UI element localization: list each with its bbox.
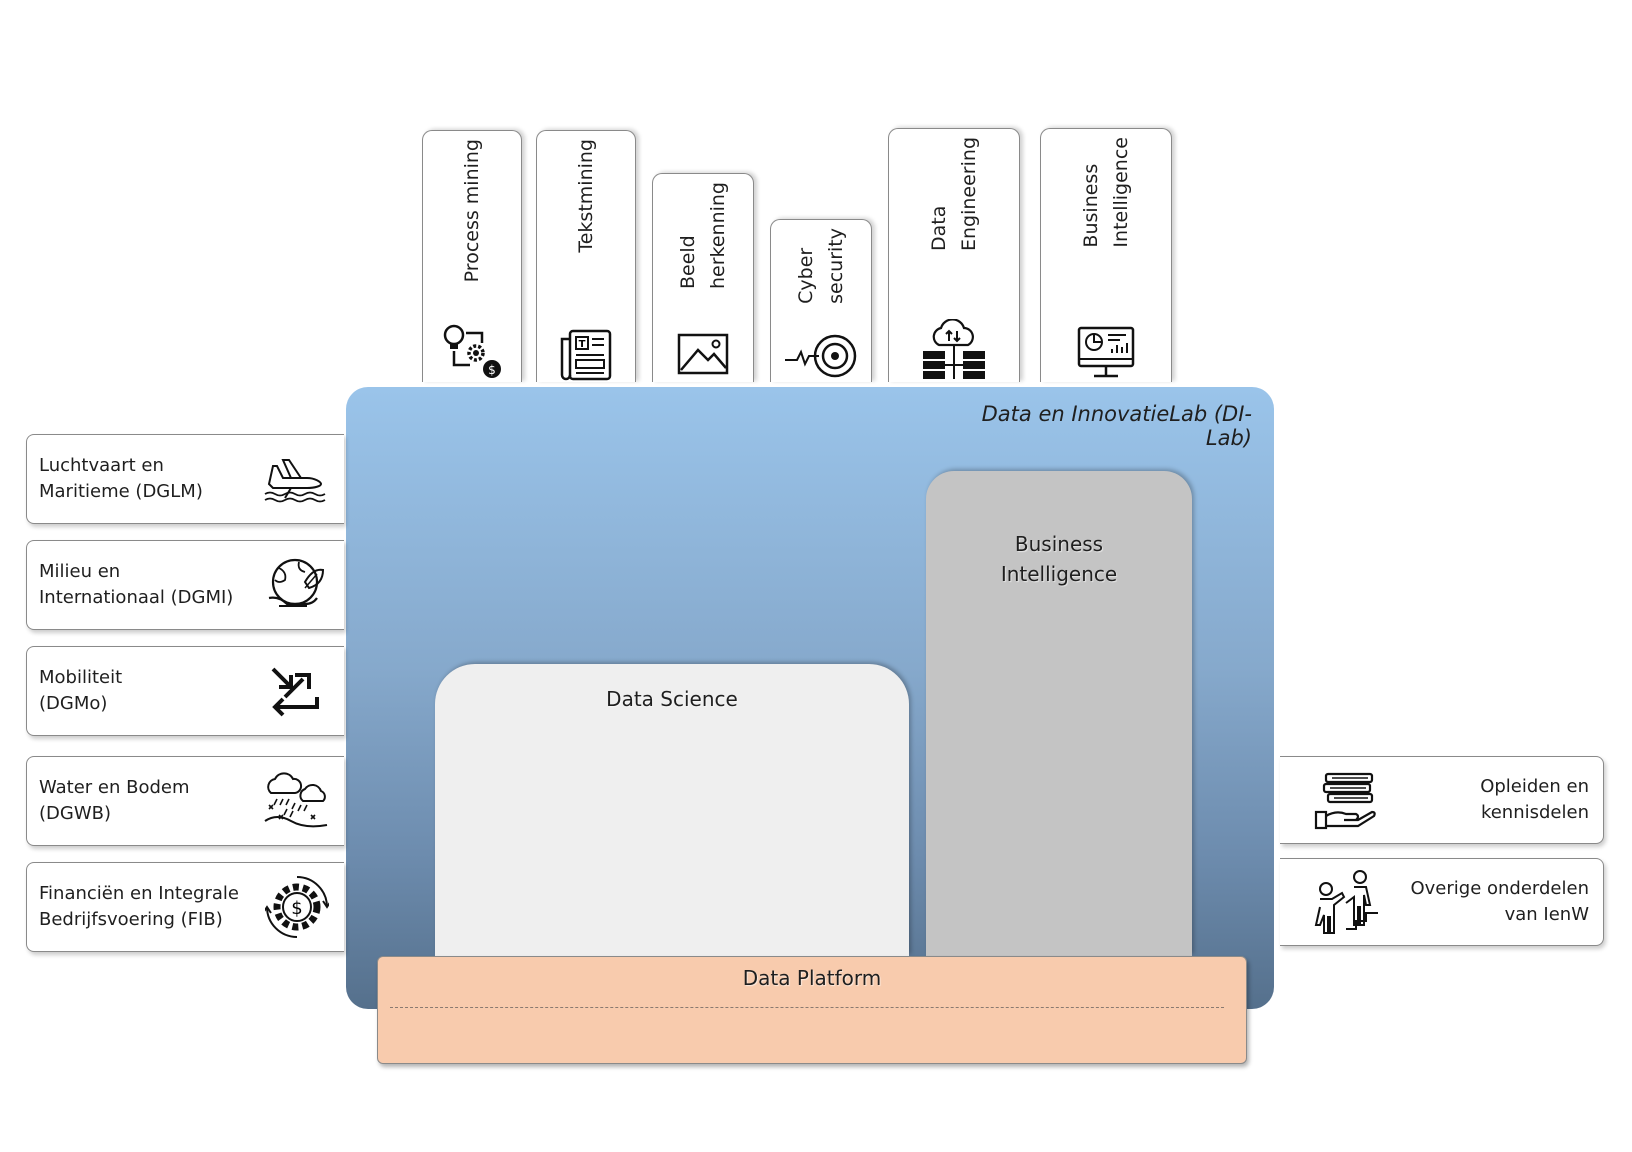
tab-tekstmining: Tekstmining T [536,130,636,382]
svg-text:T: T [579,339,586,350]
tab-label: Business Intelligence [1080,137,1132,248]
helping-people-icon [1314,870,1378,934]
target-icon [785,334,857,378]
card-dglm: Luchtvaart en Maritieme (DGLM) [26,434,344,524]
data-platform-divider [390,1007,1224,1008]
earth-leaf-icon [268,558,325,607]
newspaper-icon: T [560,329,612,381]
card-label: Luchtvaart en Maritieme (DGLM) [39,455,203,502]
tab-label: Data Engineering [928,137,980,251]
card-label: Water en Bodem (DGWB) [39,777,190,824]
tab-label: Cyber security [795,228,847,304]
svg-text:$: $ [488,363,496,377]
data-platform-box: Data Platform [377,956,1247,1064]
tab-beeld-herkenning: Beeld herkenning [652,173,754,382]
airplane-icon [264,459,326,503]
weather-icon [264,772,328,828]
card-fib: Financiën en Integrale Bedrijfsvoering (… [26,862,344,952]
tab-cyber-security: Cyber security [770,219,872,382]
books-hand-icon [1314,772,1376,830]
tab-label: Tekstmining [575,139,597,253]
monitor-chart-icon [1077,326,1135,378]
card-label: Milieu en Internationaal (DGMI) [39,561,234,608]
cloud-server-icon [923,319,985,379]
image-icon [677,333,729,375]
dollar-gear-icon: $ [265,876,329,938]
card-overige: Overige onderdelen van IenW [1280,858,1604,946]
card-dgmi: Milieu en Internationaal (DGMI) [26,540,344,630]
tab-business-intelligence: Business Intelligence [1040,128,1172,382]
card-opleiden: Opleiden en kennisdelen [1280,756,1604,844]
tab-label: Beeld herkenning [677,182,729,290]
tab-process-mining: Process mining $ [422,130,522,382]
data-science-box: Data Science [435,664,909,956]
process-icon: $ [443,324,501,378]
business-intelligence-box: Business Intelligence [926,471,1192,956]
card-dgmo: Mobiliteit (DGMo) [26,646,344,736]
svg-text:$: $ [291,898,302,919]
card-label: Mobiliteit (DGMo) [39,667,123,714]
card-dgwb: Water en Bodem (DGWB) [26,756,344,846]
business-intelligence-title: Business Intelligence [1000,532,1118,586]
tab-label: Process mining [461,139,483,283]
tab-data-engineering: Data Engineering [888,128,1020,382]
card-label: Financiën en Integrale Bedrijfsvoering (… [39,883,239,930]
card-label: Opleiden en kennisdelen [1480,776,1589,823]
arrows-icon [271,667,319,717]
di-lab-title: Data en InnovatieLab (DI-Lab) [981,402,1252,450]
data-platform-title: Data Platform [742,966,882,990]
data-science-title: Data Science [606,687,738,711]
card-label: Overige onderdelen van IenW [1410,878,1589,925]
